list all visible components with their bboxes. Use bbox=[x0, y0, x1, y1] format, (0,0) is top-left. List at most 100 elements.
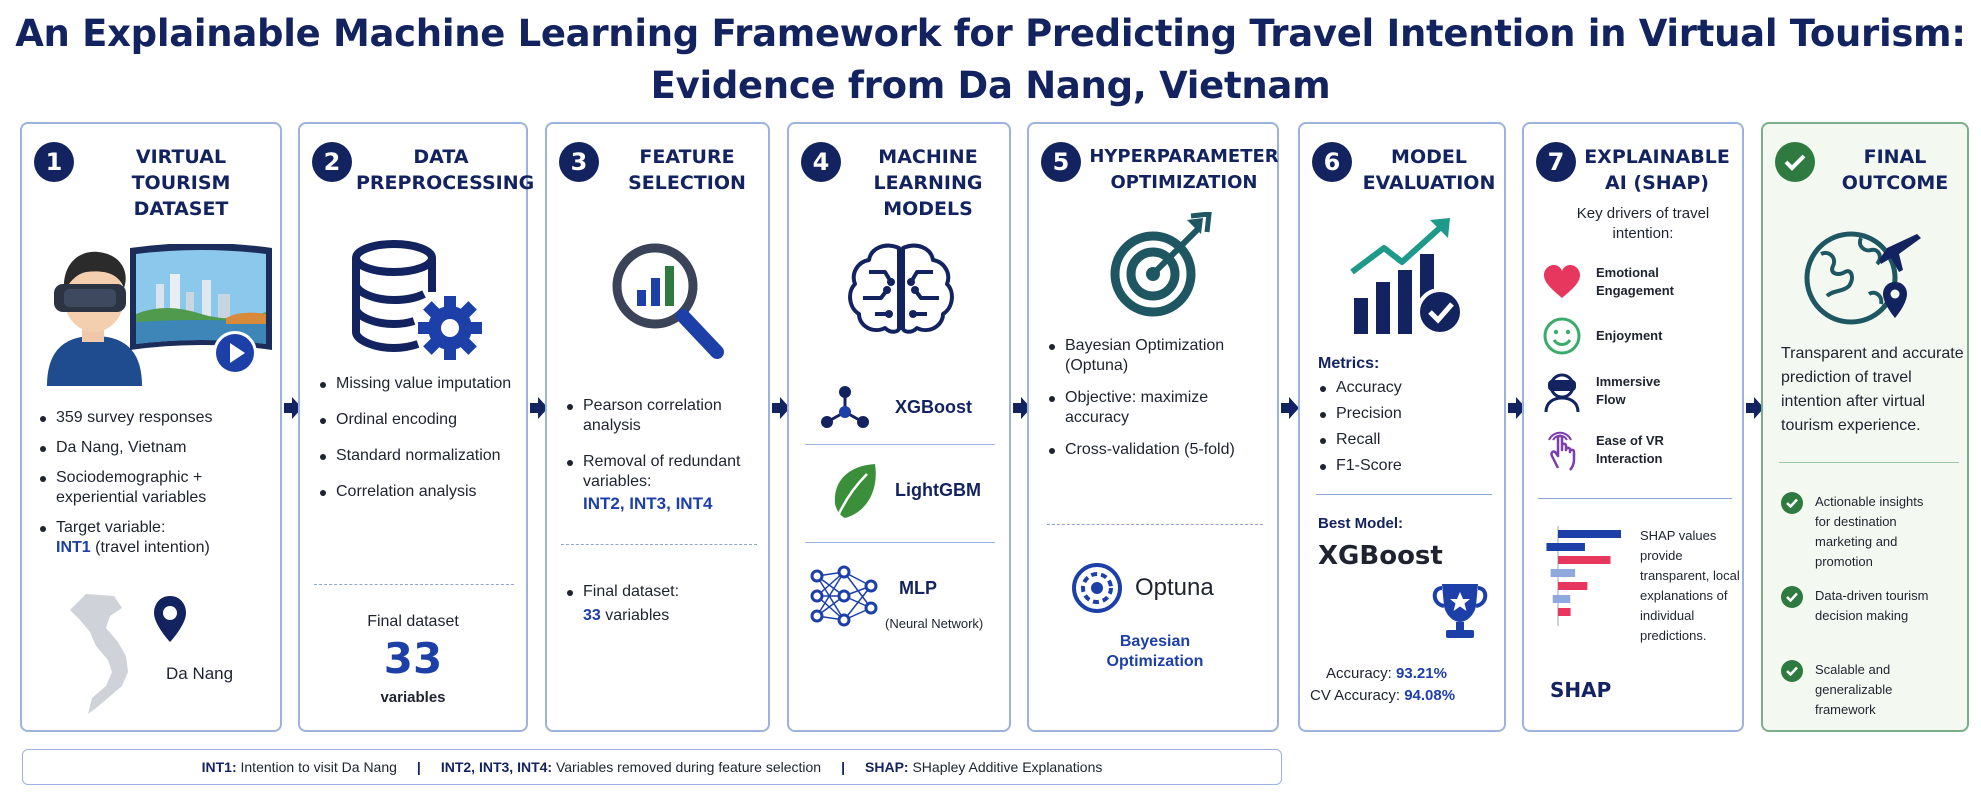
shap-bar bbox=[1558, 582, 1588, 590]
step-title: FEATURE SELECTION bbox=[628, 146, 746, 194]
final-dataset-label: Final dataset bbox=[367, 613, 459, 630]
bullet-item: 359 survey responses bbox=[38, 408, 274, 428]
step-number: 2 bbox=[312, 142, 352, 182]
target-variable-desc: (travel intention) bbox=[90, 539, 210, 556]
step-title: VIRTUAL TOURISM DATASET bbox=[131, 146, 231, 220]
flow-arrow bbox=[1013, 397, 1031, 419]
flow-arrow bbox=[1508, 397, 1526, 419]
step-title: MACHINE LEARNING MODELS bbox=[873, 146, 983, 220]
divider bbox=[1316, 494, 1492, 495]
step-title: HYPERPARAMETER OPTIMIZATION bbox=[1089, 146, 1279, 193]
metric-item: F1-Score bbox=[1318, 456, 1498, 476]
divider bbox=[1047, 524, 1263, 525]
target-variable-code: INT1 bbox=[56, 539, 91, 556]
outcome-check-label: Scalable and generalizable framework bbox=[1815, 662, 1893, 717]
driver-label: Ease of VR Interaction bbox=[1596, 433, 1664, 466]
step-5-panel: 5 HYPERPARAMETER OPTIMIZATION Bayesian O… bbox=[1027, 122, 1279, 732]
bullet-item: Pearson correlation analysis bbox=[565, 396, 765, 436]
page-title: An Explainable Machine Learning Framewor… bbox=[0, 8, 1981, 112]
removed-variables: INT2, INT3, INT4 bbox=[583, 494, 713, 513]
step-number: 1 bbox=[34, 142, 74, 182]
bullet-item: Final dataset: 33 variables bbox=[565, 582, 765, 630]
best-model-name: XGBoost bbox=[1318, 541, 1443, 571]
outcome-check-label: Data-driven tourism decision making bbox=[1815, 588, 1929, 623]
shap-bar bbox=[1550, 569, 1576, 577]
model-row-lightgbm: LightGBM bbox=[789, 460, 1009, 520]
divider bbox=[1779, 462, 1959, 463]
metric-item: Precision bbox=[1318, 404, 1498, 424]
driver-label: Emotional Engagement bbox=[1596, 265, 1675, 298]
model-row-xgboost: XGBoost bbox=[789, 380, 1009, 434]
bullet-item: Standard normalization bbox=[318, 446, 518, 466]
location-pin-icon bbox=[154, 596, 186, 642]
legend-int1-key: INT1: bbox=[201, 759, 237, 775]
play-icon[interactable] bbox=[212, 330, 258, 376]
final-outcome-panel: FINAL OUTCOME Transparent and accurate p… bbox=[1761, 122, 1969, 732]
model-subtitle: (Neural Network) bbox=[885, 616, 984, 631]
magnifier-chart-icon bbox=[612, 243, 724, 359]
bullet-item: Missing value imputation bbox=[318, 374, 518, 394]
outcome-summary: Transparent and accurate prediction of t… bbox=[1781, 345, 1964, 434]
step-title: MODEL EVALUATION bbox=[1362, 146, 1496, 194]
check-circle-icon bbox=[1781, 660, 1803, 682]
metrics-label: Metrics: bbox=[1318, 355, 1380, 372]
shap-description: SHAP values provide transparent, local e… bbox=[1640, 528, 1740, 643]
title-line-2: Evidence from Da Nang, Vietnam bbox=[650, 64, 1331, 107]
cv-accuracy-line: CV Accuracy: 94.08% bbox=[1310, 686, 1455, 706]
divider bbox=[805, 444, 995, 445]
final-dataset-number: 33 bbox=[383, 634, 443, 683]
xgboost-graph-icon bbox=[821, 386, 869, 428]
heart-icon bbox=[1544, 265, 1580, 298]
driver-label: Immersive Flow bbox=[1596, 374, 1661, 407]
model-name: LightGBM bbox=[895, 479, 981, 500]
step-6-panel: 6 MODEL EVALUATION Metrics: Accuracy Pre… bbox=[1298, 122, 1506, 732]
driver-emotional-engagement: Emotional Engagement bbox=[1542, 264, 1686, 300]
step-number: 7 bbox=[1536, 142, 1576, 182]
step-3-panel: 3 FEATURE SELECTION Pearson correlation … bbox=[545, 122, 770, 732]
final-dataset-unit: variables bbox=[600, 607, 670, 624]
divider bbox=[805, 542, 995, 543]
target-variable-label: Target variable: bbox=[56, 519, 166, 536]
target-arrow-icon bbox=[1110, 212, 1212, 317]
step-2-panel: 2 DATA PREPROCESSING Missing value imput… bbox=[298, 122, 535, 732]
cv-accuracy-value: 94.08% bbox=[1404, 687, 1456, 704]
map-label: Da Nang bbox=[166, 664, 234, 683]
shap-bar bbox=[1558, 608, 1571, 616]
legend-bar: INT1: Intention to visit Da Nang | INT2,… bbox=[22, 749, 1282, 785]
legend-int234-key: INT2, INT3, INT4: bbox=[440, 759, 553, 775]
driver-enjoyment: Enjoyment bbox=[1542, 316, 1662, 356]
step-number: 4 bbox=[801, 142, 841, 182]
vr-user-icon bbox=[47, 251, 142, 386]
accuracy-line: Accuracy: 93.21% bbox=[1326, 664, 1447, 684]
legend-shap-key: SHAP: bbox=[865, 759, 909, 775]
optuna-name: Optuna bbox=[1135, 574, 1214, 601]
final-dataset-number: 33 bbox=[583, 607, 601, 624]
hand-touch-icon bbox=[1548, 431, 1576, 471]
brain-circuit-icon bbox=[848, 243, 954, 334]
driver-immersive-flow: Immersive Flow bbox=[1542, 370, 1666, 412]
step-title: DATA PREPROCESSING bbox=[356, 146, 535, 194]
legend-separator: | bbox=[841, 759, 846, 775]
shap-caption: SHAP bbox=[1550, 678, 1612, 702]
bullet-item: Correlation analysis bbox=[318, 482, 518, 502]
metrics-list: Accuracy Precision Recall F1-Score bbox=[1318, 378, 1498, 486]
best-model-label: Best Model: bbox=[1318, 515, 1404, 532]
outcome-check-item: Actionable insights for destination mark… bbox=[1781, 492, 1935, 572]
shap-summary-chart bbox=[1546, 526, 1621, 626]
final-dataset-unit: variables bbox=[380, 689, 446, 706]
flow-arrow bbox=[1746, 397, 1764, 419]
divider bbox=[1538, 498, 1732, 499]
bullet-item: Objective: maximize accuracy bbox=[1047, 388, 1273, 428]
step-number: 5 bbox=[1041, 142, 1081, 182]
optuna-logo-icon bbox=[1072, 563, 1122, 613]
legend-separator: | bbox=[416, 759, 421, 775]
vr-headset-person-icon bbox=[1544, 373, 1580, 412]
bullet-item: Bayesian Optimization (Optuna) bbox=[1047, 336, 1273, 376]
check-circle-icon bbox=[1775, 142, 1815, 182]
legend-int1-desc: Intention to visit Da Nang bbox=[240, 759, 397, 775]
model-name: XGBoost bbox=[895, 396, 973, 417]
shap-bar bbox=[1546, 543, 1585, 551]
flow-arrow bbox=[772, 397, 790, 419]
model-name: MLP bbox=[899, 578, 937, 598]
step-2-bullets: Missing value imputation Ordinal encodin… bbox=[318, 374, 518, 512]
